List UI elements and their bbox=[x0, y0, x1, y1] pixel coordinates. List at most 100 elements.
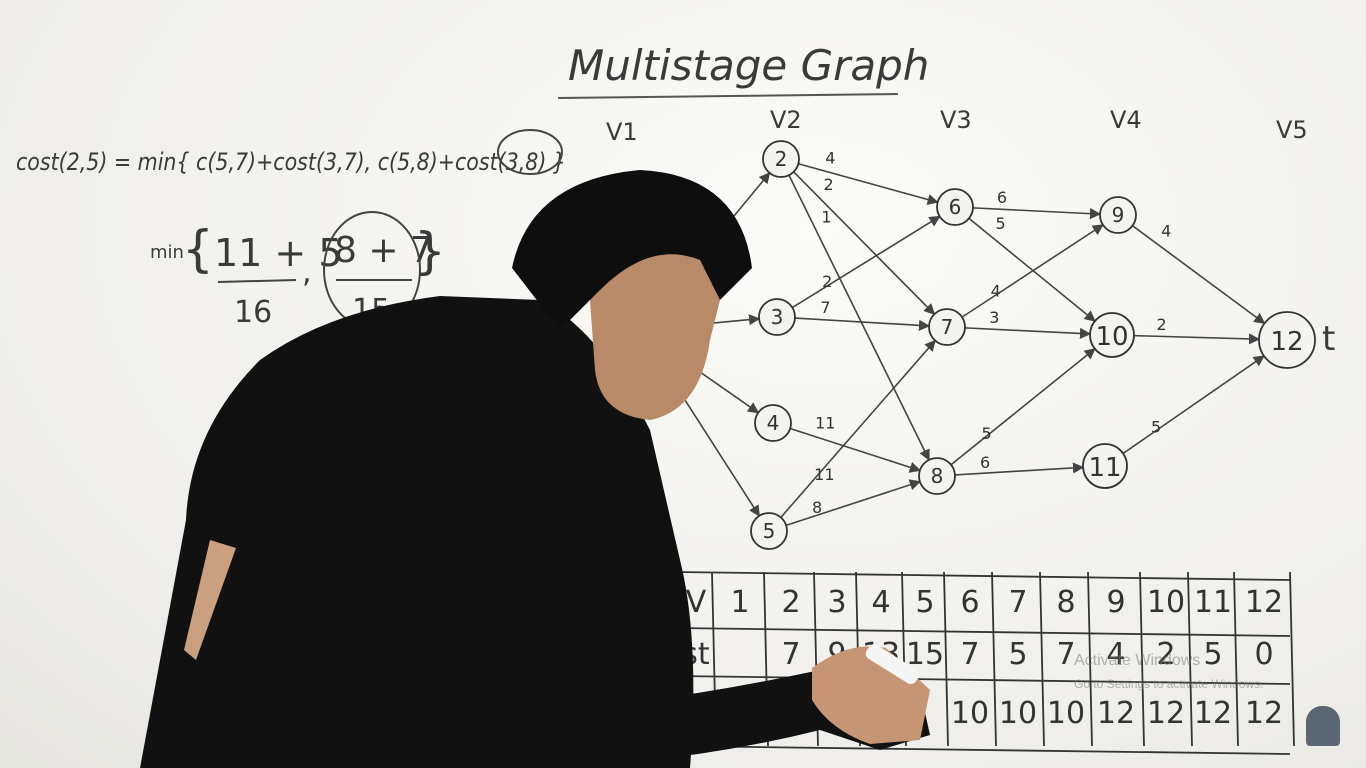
edge-weight-3-6: 2 bbox=[822, 272, 832, 291]
edge-8-10 bbox=[950, 348, 1096, 466]
node-label-3: 3 bbox=[771, 305, 784, 329]
table-row-line bbox=[675, 627, 1291, 637]
edge-weight-2-6: 4 bbox=[825, 149, 835, 168]
table-row-line bbox=[675, 745, 1291, 755]
stage-label-v1: V1 bbox=[606, 118, 638, 146]
node-circle-2 bbox=[762, 140, 800, 178]
presenter-body bbox=[140, 296, 694, 768]
edge-1-5 bbox=[684, 399, 760, 517]
edge-6-9 bbox=[972, 207, 1102, 220]
table-col-line bbox=[1289, 571, 1295, 747]
node-label-5: 5 bbox=[763, 519, 776, 543]
board-title: Multistage Graph bbox=[568, 41, 929, 90]
edge-6-10 bbox=[968, 217, 1096, 322]
edge-3-6 bbox=[791, 215, 941, 309]
table-row-line bbox=[675, 675, 1291, 685]
table-header-label: V bbox=[686, 585, 707, 620]
node-label-8: 8 bbox=[931, 464, 944, 488]
min-close-brace: } bbox=[414, 222, 446, 280]
presenter-hair bbox=[512, 170, 752, 330]
sink-label: t bbox=[1322, 319, 1335, 359]
table-d-cell: 12 bbox=[1245, 696, 1283, 731]
edge-8-11 bbox=[954, 462, 1085, 476]
node-circle-9 bbox=[1099, 196, 1137, 234]
table-col-line bbox=[943, 571, 949, 747]
formula-circle-mark bbox=[497, 129, 563, 175]
edge-9-12 bbox=[1131, 225, 1266, 325]
stage-label-v3: V3 bbox=[940, 106, 972, 134]
edge-5-8 bbox=[785, 479, 921, 527]
edge-weight-7-10: 3 bbox=[989, 308, 999, 327]
table-row-line bbox=[675, 571, 1291, 581]
edge-weight-7-9: 4 bbox=[991, 281, 1001, 300]
table-vertex-cell: 4 bbox=[871, 585, 890, 620]
stage-label-v2: V2 bbox=[770, 106, 802, 134]
table-cost-cell: 5 bbox=[1203, 637, 1222, 672]
edge-weight-2-7: 2 bbox=[824, 175, 834, 194]
node-circle-10 bbox=[1089, 312, 1135, 358]
table-d-cell: 12 bbox=[1194, 696, 1232, 731]
edge-weight-5-8: 8 bbox=[812, 498, 822, 517]
presenter-figure bbox=[140, 170, 930, 768]
table-vertex-cell: 9 bbox=[1106, 585, 1125, 620]
edge-5-7 bbox=[780, 339, 936, 518]
node-circle-8 bbox=[918, 457, 956, 495]
table-cost-cell: 15 bbox=[906, 637, 944, 672]
table-vertex-cell: 10 bbox=[1147, 585, 1185, 620]
table-d-cell: 10 bbox=[999, 696, 1037, 731]
node-label-9: 9 bbox=[1112, 203, 1125, 227]
node-circle-12 bbox=[1258, 311, 1316, 369]
table-vertex-cell: 8 bbox=[1056, 585, 1075, 620]
node-label-6: 6 bbox=[949, 195, 962, 219]
edge-10-12 bbox=[1133, 333, 1261, 345]
edge-weight-8-11: 6 bbox=[980, 453, 990, 472]
node-label-11: 11 bbox=[1088, 453, 1121, 483]
edge-weight-4-8: 11 bbox=[815, 414, 835, 433]
term1-fraction-line bbox=[217, 279, 297, 283]
edge-3-7 bbox=[794, 317, 931, 331]
table-cost-cell: 7 bbox=[781, 637, 800, 672]
edge-7-10 bbox=[964, 327, 1092, 340]
table-vertex-cell: 5 bbox=[915, 585, 934, 620]
edge-weight-9-12: 4 bbox=[1161, 222, 1171, 241]
table-vertex-cell: 2 bbox=[781, 585, 800, 620]
term1-expression: 11 + 5 bbox=[214, 231, 343, 275]
min-open-brace: { bbox=[182, 220, 214, 278]
edge-weight-6-10: 5 bbox=[996, 214, 1006, 233]
edge-weight-6-9: 6 bbox=[997, 188, 1007, 207]
table-cost-cell: 7 bbox=[1056, 637, 1075, 672]
marker-pen bbox=[865, 644, 919, 685]
edge-weight-8-10: 5 bbox=[982, 424, 992, 443]
table-vertex-cell: 3 bbox=[827, 585, 846, 620]
min-prefix: min bbox=[150, 242, 184, 263]
edge-weight-10-12: 2 bbox=[1157, 315, 1167, 334]
channel-avatar bbox=[1306, 706, 1340, 746]
table-col-line bbox=[1139, 571, 1145, 747]
presenter-head bbox=[590, 219, 730, 420]
table-col-line bbox=[1087, 571, 1093, 747]
edge-weight-3-7: 7 bbox=[820, 298, 830, 317]
table-vertex-cell: 11 bbox=[1194, 585, 1232, 620]
node-circle-11 bbox=[1082, 443, 1128, 489]
node-label-10: 10 bbox=[1095, 322, 1128, 352]
title-underline bbox=[557, 93, 899, 99]
node-label-7: 7 bbox=[941, 315, 954, 339]
presenter-arm-left bbox=[184, 540, 236, 660]
table-d-cell: 10 bbox=[1047, 696, 1085, 731]
table-col-line bbox=[1039, 571, 1045, 747]
term-separator: , bbox=[302, 255, 312, 290]
edge-weight-5-7: 11 bbox=[814, 465, 834, 484]
activation-watermark-title: Activate Windows bbox=[1074, 652, 1201, 669]
activation-watermark-subtitle: Go to Settings to activate Windows. bbox=[1074, 677, 1264, 691]
node-circle-6 bbox=[936, 188, 974, 226]
edge-11-12 bbox=[1122, 355, 1265, 455]
edge-7-9 bbox=[961, 224, 1104, 318]
term1-result: 16 bbox=[234, 295, 272, 330]
edge-2-8 bbox=[788, 174, 930, 461]
table-vertex-cell: 7 bbox=[1008, 585, 1027, 620]
node-circle-3 bbox=[758, 298, 796, 336]
table-d-cell: 12 bbox=[1097, 696, 1135, 731]
